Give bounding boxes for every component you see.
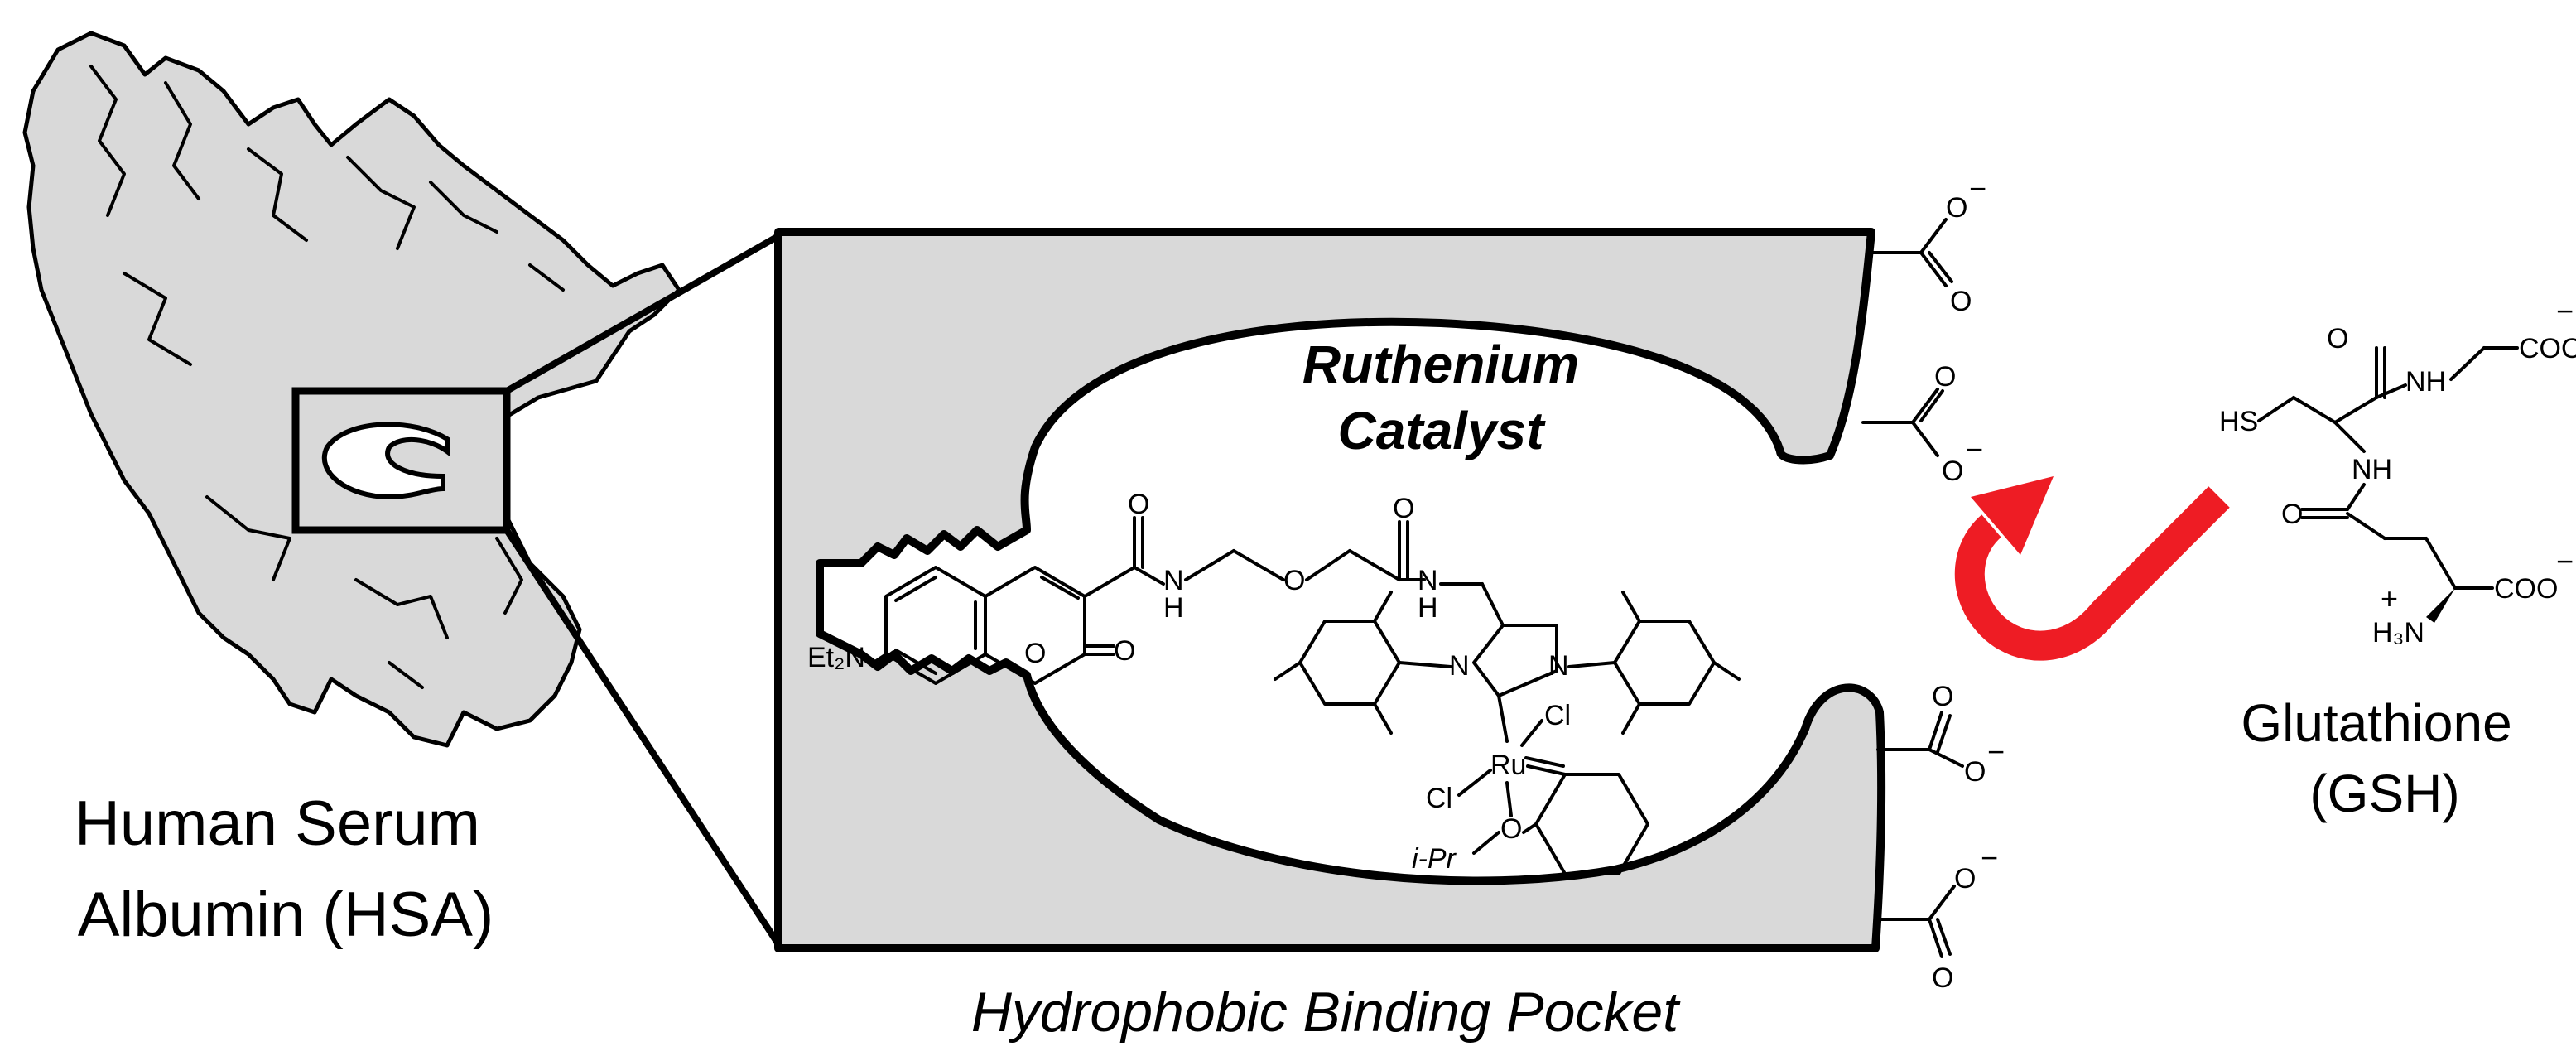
svg-text:Cl: Cl [1544,700,1571,731]
svg-text:H: H [1163,592,1184,624]
svg-text:+: + [2381,581,2398,615]
svg-text:O: O [1934,361,1956,393]
svg-text:Et₂N: Et₂N [807,642,865,673]
svg-text:−: − [2556,544,2574,578]
svg-text:O: O [1954,863,1976,894]
svg-text:O: O [1283,565,1305,596]
svg-text:COO: COO [2519,333,2576,364]
svg-text:i-Pr: i-Pr [1412,843,1457,875]
svg-text:O: O [1932,681,1953,712]
catalyst-molecule: O O Et₂N O N H O O N H N N [807,489,1741,875]
svg-text:O: O [1932,962,1953,994]
hsa-groove [164,81,200,200]
hsa-pocket-cutout [321,422,450,500]
svg-text:O: O [1393,493,1414,524]
hsa-groove [354,578,449,639]
svg-text:O: O [1950,286,1972,317]
svg-text:O: O [1024,638,1046,669]
hsa-groove [247,147,308,242]
curved-arrow-icon [1954,476,2230,661]
svg-text:−: − [1981,841,1998,875]
hsa-groove [205,495,291,581]
catalyst-label-line1: Ruthenium [1302,335,1579,394]
svg-text:COO: COO [2494,573,2558,605]
svg-text:−: − [1969,171,1986,205]
rim-carboxylate-4: O − O [1876,841,1998,994]
svg-text:O: O [1942,456,1963,487]
svg-text:O: O [1114,635,1135,667]
hsa-label-line2: Albumin (HSA) [78,880,494,950]
svg-text:−: − [1987,735,2005,769]
glutathione-molecule: HS O NH COO − NH O COO − + H₃N [2219,294,2576,649]
svg-text:N: N [1418,565,1438,596]
binding-pocket [774,228,1886,952]
rim-carboxylate-2: O O − [1861,361,1983,487]
svg-text:−: − [1966,432,1983,466]
svg-text:H₃N: H₃N [2372,617,2424,649]
svg-text:O: O [1128,489,1149,520]
svg-text:O: O [2281,499,2303,530]
svg-text:O: O [1964,756,1986,788]
hsa-groove [346,156,416,250]
svg-text:H: H [1418,592,1438,624]
svg-text:N: N [1163,565,1184,596]
svg-text:Ru: Ru [1490,750,1526,781]
svg-text:NH: NH [2352,454,2392,485]
svg-text:−: − [2556,294,2574,328]
gsh-label-line2: (GSH) [2309,764,2459,823]
svg-text:Cl: Cl [1426,783,1452,814]
gsh-label-line1: Glutathione [2241,693,2511,753]
hsa-label-line1: Human Serum [75,788,480,859]
rim-carboxylate-1: O − O [1866,171,1986,317]
hsa-protein [22,31,681,748]
svg-text:O: O [1500,813,1522,845]
pocket-shape [774,228,1886,952]
svg-text:O: O [2327,323,2348,354]
zoom-line-top [505,233,780,394]
svg-text:O: O [1946,192,1967,224]
svg-text:HS: HS [2219,406,2258,437]
hsa-groove [123,272,192,366]
hsa-inset-box [291,387,511,534]
hsa-groove [89,65,126,217]
catalyst-label-line2: Catalyst [1338,401,1547,460]
zoom-line-bottom [503,528,782,947]
hsa-groove [429,181,498,234]
svg-text:N: N [1449,650,1470,682]
svg-text:NH: NH [2405,366,2446,398]
hsa-groove [388,661,424,689]
svg-text:N: N [1548,650,1569,682]
rim-carboxylate-3: O O − [1876,681,2005,788]
hsa-groove [495,537,523,615]
pocket-label: Hydrophobic Binding Pocket [971,981,1681,1044]
hsa-groove [528,263,565,292]
